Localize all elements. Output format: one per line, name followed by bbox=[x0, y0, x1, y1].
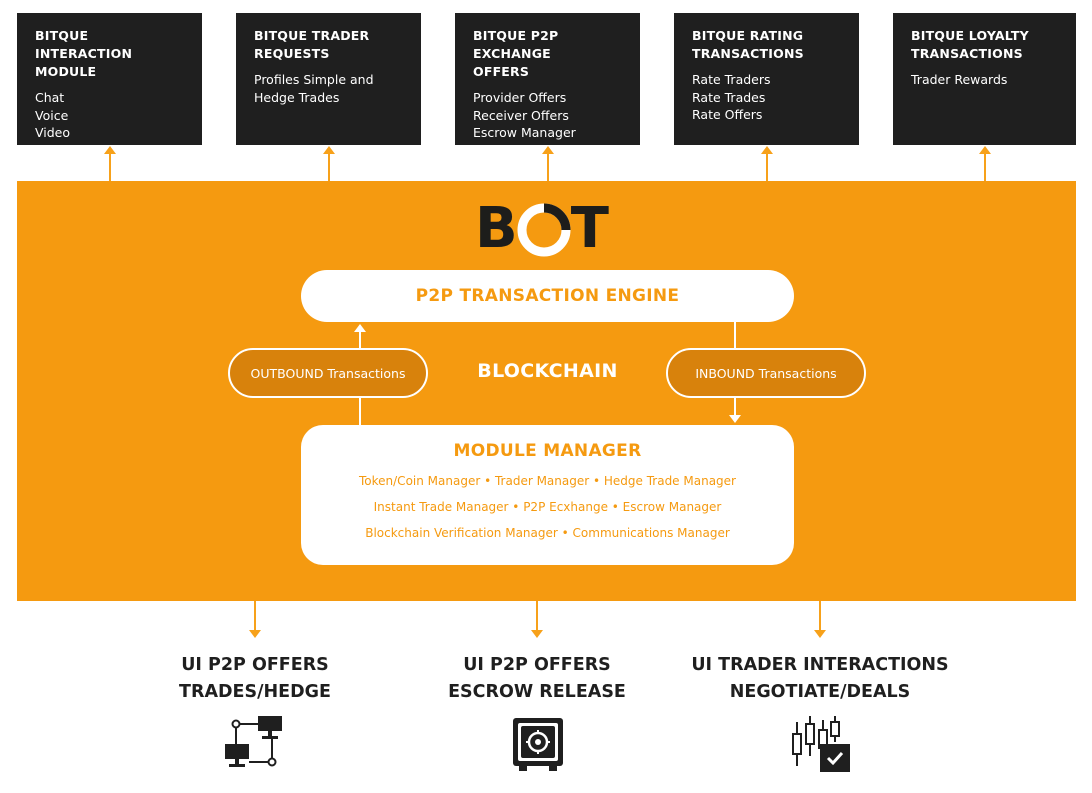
module-box-p2p-exchange: BITQUE P2P EXCHANGE OFFERS Provider Offe… bbox=[455, 13, 640, 145]
module-item: Profiles Simple and bbox=[254, 72, 374, 87]
module-item: Rate Traders bbox=[692, 72, 771, 87]
module-box-loyalty: BITQUE LOYALTY TRANSACTIONS Trader Rewar… bbox=[893, 13, 1076, 145]
module-manager-line: Instant Trade Manager • P2P Ecxhange • E… bbox=[373, 500, 722, 514]
title-line: BITQUE INTERACTION bbox=[35, 28, 133, 61]
outbound-transactions: OUTBOUND Transactions bbox=[228, 348, 428, 398]
arrow-down-icon bbox=[729, 398, 741, 423]
module-title: BITQUE P2P EXCHANGE OFFERS bbox=[473, 27, 622, 81]
module-manager: MODULE MANAGER Token/Coin Manager • Trad… bbox=[301, 425, 794, 565]
output-line: UI P2P OFFERS bbox=[463, 655, 611, 675]
inbound-transactions: INBOUND Transactions bbox=[666, 348, 866, 398]
module-title: BITQUE INTERACTION MODULE bbox=[35, 27, 184, 81]
transaction-engine: P2P TRANSACTION ENGINE bbox=[301, 270, 794, 322]
arrow-up-icon bbox=[761, 146, 773, 181]
output-trader-interactions: UI TRADER INTERACTIONS NEGOTIATE/DEALS bbox=[680, 652, 960, 706]
output-line: NEGOTIATE/DEALS bbox=[729, 682, 911, 702]
title-line: BITQUE LOYALTY bbox=[911, 28, 1029, 43]
module-box-interaction: BITQUE INTERACTION MODULE Chat Voice Vid… bbox=[17, 13, 202, 145]
logo-letter-b: B bbox=[475, 196, 518, 261]
title-line: BITQUE TRADER bbox=[254, 28, 370, 43]
module-item: Chat bbox=[35, 90, 65, 105]
title-line: TRANSACTIONS bbox=[692, 46, 804, 61]
module-items: Chat Voice Video bbox=[35, 89, 184, 142]
module-items: Trader Rewards bbox=[911, 71, 1058, 89]
module-items: Profiles Simple and Hedge Trades bbox=[254, 71, 403, 106]
module-item: Video bbox=[35, 125, 71, 140]
title-line: MODULE bbox=[35, 64, 97, 79]
arrow-up-icon bbox=[354, 324, 366, 348]
arrow-up-icon bbox=[542, 146, 554, 181]
candlestick-chart-check-icon bbox=[792, 716, 850, 772]
module-item: Provider Offers bbox=[473, 90, 567, 105]
arrow-up-icon bbox=[323, 146, 335, 181]
module-title: BITQUE RATING TRANSACTIONS bbox=[692, 27, 841, 63]
module-manager-title: MODULE MANAGER bbox=[453, 441, 642, 461]
arrow-down-icon bbox=[249, 601, 261, 638]
logo-letter-t: T bbox=[570, 196, 609, 261]
module-item: Trader Rewards bbox=[911, 72, 1008, 87]
arrow-up-icon bbox=[104, 146, 116, 181]
output-escrow-release: UI P2P OFFERS ESCROW RELEASE bbox=[432, 652, 642, 706]
safe-vault-icon bbox=[513, 718, 563, 771]
output-line: UI P2P OFFERS bbox=[181, 655, 329, 675]
network-computers-icon bbox=[225, 716, 282, 767]
module-manager-line: Blockchain Verification Manager • Commun… bbox=[365, 526, 730, 540]
module-item: Rate Offers bbox=[692, 107, 763, 122]
module-item: Rate Trades bbox=[692, 89, 766, 105]
title-line: REQUESTS bbox=[254, 46, 330, 61]
module-title: BITQUE TRADER REQUESTS bbox=[254, 27, 403, 63]
module-item: Escrow Manager bbox=[473, 125, 576, 140]
module-title: BITQUE LOYALTY TRANSACTIONS bbox=[911, 27, 1058, 63]
module-items: Provider Offers Receiver Offers Escrow M… bbox=[473, 89, 622, 142]
module-box-trader-requests: BITQUE TRADER REQUESTS Profiles Simple a… bbox=[236, 13, 421, 145]
inbound-label: INBOUND Transactions bbox=[695, 365, 837, 381]
module-box-rating: BITQUE RATING TRANSACTIONS Rate Traders … bbox=[674, 13, 859, 145]
outbound-label: OUTBOUND Transactions bbox=[250, 365, 406, 381]
module-item: Voice bbox=[35, 107, 69, 123]
arrow-up-icon bbox=[979, 146, 991, 181]
module-item: Hedge Trades bbox=[254, 89, 340, 105]
title-line: TRANSACTIONS bbox=[911, 46, 1023, 61]
engine-label: P2P TRANSACTION ENGINE bbox=[415, 286, 680, 306]
output-line: ESCROW RELEASE bbox=[448, 682, 626, 702]
blockchain-label: BLOCKCHAIN bbox=[477, 360, 618, 382]
module-item: Receiver Offers bbox=[473, 107, 569, 123]
output-line: TRADES/HEDGE bbox=[179, 682, 331, 702]
title-line: BITQUE RATING bbox=[692, 28, 804, 43]
connector-line bbox=[734, 322, 736, 348]
output-trades-hedge: UI P2P OFFERS TRADES/HEDGE bbox=[150, 652, 360, 706]
connector-line bbox=[359, 398, 361, 425]
arrow-down-icon bbox=[814, 601, 826, 638]
output-line: UI TRADER INTERACTIONS bbox=[691, 655, 949, 675]
arrow-down-icon bbox=[531, 601, 543, 638]
title-line: OFFERS bbox=[473, 64, 530, 79]
logo-q-icon bbox=[517, 203, 571, 257]
module-items: Rate Traders Rate Trades Rate Offers bbox=[692, 71, 841, 124]
module-manager-line: Token/Coin Manager • Trader Manager • He… bbox=[359, 474, 736, 488]
title-line: BITQUE P2P EXCHANGE bbox=[473, 28, 559, 61]
